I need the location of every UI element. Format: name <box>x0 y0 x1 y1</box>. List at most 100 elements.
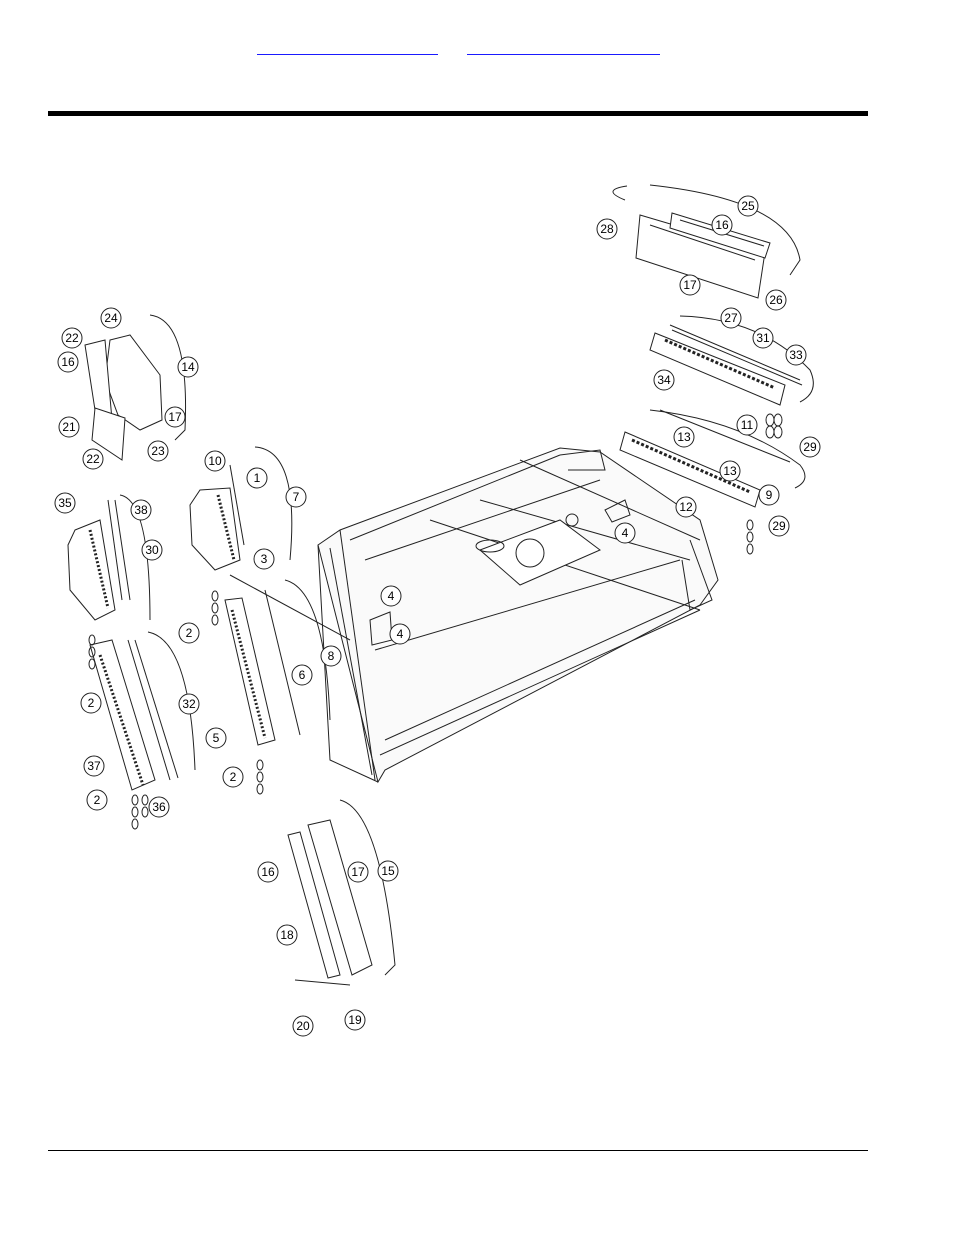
callout-29: 29 <box>800 437 820 457</box>
callout-8: 8 <box>321 646 341 666</box>
header-rule <box>48 111 868 116</box>
part-35-shield <box>68 500 130 620</box>
callout-33: 33 <box>786 345 806 365</box>
svg-text:8: 8 <box>328 649 335 663</box>
callout-38: 38 <box>131 500 151 520</box>
callout-20: 20 <box>293 1016 313 1036</box>
svg-text:30: 30 <box>145 543 159 557</box>
svg-text:22: 22 <box>86 452 100 466</box>
svg-text:2: 2 <box>186 626 193 640</box>
callout-6: 6 <box>292 665 312 685</box>
svg-text:19: 19 <box>348 1013 362 1027</box>
parts-diagram: 25 16 28 17 26 27 31 33 34 11 13 29 13 1… <box>48 170 868 1040</box>
svg-text:10: 10 <box>208 454 222 468</box>
callout-14: 14 <box>178 357 198 377</box>
svg-text:9: 9 <box>766 488 773 502</box>
svg-text:16: 16 <box>715 218 729 232</box>
callout-1: 1 <box>247 468 267 488</box>
svg-text:14: 14 <box>181 360 195 374</box>
svg-text:25: 25 <box>741 199 755 213</box>
part-5-bar <box>225 590 300 745</box>
callout-22: 22 <box>62 328 82 348</box>
svg-text:36: 36 <box>152 800 166 814</box>
callout-30: 30 <box>142 540 162 560</box>
svg-text:35: 35 <box>58 496 72 510</box>
svg-text:37: 37 <box>87 759 101 773</box>
callout-31: 31 <box>753 328 773 348</box>
svg-text:4: 4 <box>388 589 395 603</box>
svg-text:22: 22 <box>65 331 79 345</box>
svg-text:13: 13 <box>677 430 691 444</box>
svg-text:32: 32 <box>182 697 196 711</box>
nav-link-1[interactable] <box>257 40 438 55</box>
bracket-line <box>255 447 292 560</box>
callout-21: 21 <box>59 417 79 437</box>
callout-24: 24 <box>101 308 121 328</box>
svg-text:13: 13 <box>723 464 737 478</box>
callout-15: 15 <box>378 861 398 881</box>
callout-37: 37 <box>84 756 104 776</box>
part-15-shield <box>288 820 372 985</box>
callout-27: 27 <box>721 308 741 328</box>
callout-17: 17 <box>165 407 185 427</box>
callout-2: 2 <box>81 693 101 713</box>
nav-link-2[interactable] <box>467 40 660 55</box>
svg-text:26: 26 <box>769 293 783 307</box>
callout-19: 19 <box>345 1010 365 1030</box>
svg-text:15: 15 <box>381 864 395 878</box>
callout-4: 4 <box>390 624 410 644</box>
callout-35: 35 <box>55 493 75 513</box>
callout-13: 13 <box>720 461 740 481</box>
callout-9: 9 <box>759 485 779 505</box>
part-25-bracket <box>636 213 770 298</box>
svg-text:21: 21 <box>62 420 76 434</box>
svg-text:31: 31 <box>756 331 770 345</box>
svg-text:33: 33 <box>789 348 803 362</box>
callout-12: 12 <box>676 497 696 517</box>
callout-17: 17 <box>680 275 700 295</box>
callout-16: 16 <box>58 352 78 372</box>
svg-text:7: 7 <box>293 490 300 504</box>
parts-diagram-svg: 25 16 28 17 26 27 31 33 34 11 13 29 13 1… <box>48 170 868 1040</box>
callout-26: 26 <box>766 290 786 310</box>
svg-text:17: 17 <box>351 865 365 879</box>
svg-text:2: 2 <box>94 793 101 807</box>
svg-text:17: 17 <box>683 278 697 292</box>
callout-22: 22 <box>83 449 103 469</box>
part-34-bar <box>650 325 802 405</box>
svg-text:6: 6 <box>299 668 306 682</box>
svg-text:2: 2 <box>230 770 237 784</box>
svg-text:24: 24 <box>104 311 118 325</box>
callout-36: 36 <box>149 797 169 817</box>
footer-rule <box>48 1150 868 1151</box>
svg-text:16: 16 <box>261 865 275 879</box>
callout-2: 2 <box>223 767 243 787</box>
svg-text:4: 4 <box>397 627 404 641</box>
bracket-line <box>613 186 627 200</box>
svg-text:12: 12 <box>679 500 693 514</box>
callout-10: 10 <box>205 451 225 471</box>
svg-text:2: 2 <box>88 696 95 710</box>
svg-text:38: 38 <box>134 503 148 517</box>
callout-2: 2 <box>87 790 107 810</box>
svg-text:20: 20 <box>296 1019 310 1033</box>
callout-4: 4 <box>381 586 401 606</box>
part-14-shield <box>85 335 162 460</box>
callout-29: 29 <box>769 516 789 536</box>
svg-text:29: 29 <box>772 519 786 533</box>
callout-16: 16 <box>712 215 732 235</box>
callout-23: 23 <box>148 441 168 461</box>
svg-text:34: 34 <box>657 373 671 387</box>
callout-18: 18 <box>277 925 297 945</box>
svg-text:27: 27 <box>724 311 738 325</box>
callout-25: 25 <box>738 196 758 216</box>
svg-text:5: 5 <box>213 731 220 745</box>
svg-text:17: 17 <box>168 410 182 424</box>
callout-17: 17 <box>348 862 368 882</box>
svg-text:4: 4 <box>622 526 629 540</box>
callout-32: 32 <box>179 694 199 714</box>
callout-13: 13 <box>674 427 694 447</box>
callout-16: 16 <box>258 862 278 882</box>
svg-text:28: 28 <box>600 222 614 236</box>
callout-11: 11 <box>737 415 757 435</box>
